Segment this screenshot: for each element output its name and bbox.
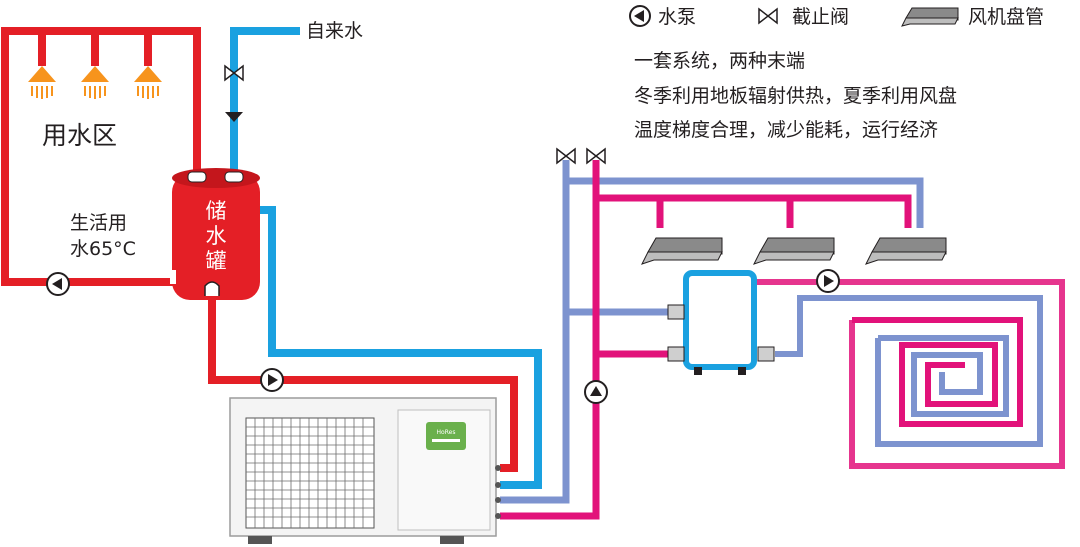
valve-icon — [556, 147, 576, 165]
pump-icon — [584, 380, 608, 404]
fan-coil-unit-icon — [753, 237, 835, 265]
floor-supply-pipe — [755, 279, 1065, 469]
tap-water-pipe — [230, 27, 300, 178]
system-description: 一套系统，两种末端 冬季利用地板辐射供热，夏季利用风盘 温度梯度合理，减少能耗，… — [634, 50, 957, 141]
valve-icon — [586, 147, 606, 165]
tap-water-label: 自来水 — [306, 20, 363, 42]
svg-text:HoRes: HoRes — [437, 429, 456, 436]
pump-icon — [260, 368, 284, 392]
tank-to-heatpump-pipe — [208, 296, 518, 472]
floor-heating-coil — [852, 317, 1023, 427]
domestic-water-temp-label: 水65°C — [70, 238, 136, 260]
pump-icon — [46, 272, 70, 296]
shower-head-icon — [28, 66, 56, 99]
fan-grille — [246, 418, 374, 528]
description-line: 温度梯度合理，减少能耗，运行经济 — [634, 119, 938, 141]
fan-coil-unit-icon — [641, 237, 723, 265]
valve-icon — [758, 7, 778, 25]
brand-logo-icon: HoRes — [426, 422, 466, 450]
fan-coil-icon — [901, 7, 959, 27]
legend-fan-coil-label: 风机盘管 — [968, 6, 1044, 28]
shower-head-icon — [134, 66, 162, 99]
floor-heating-coil-return — [878, 335, 1009, 417]
description-line: 一套系统，两种末端 — [634, 50, 805, 72]
description-line: 冬季利用地板辐射供热，夏季利用风盘 — [634, 85, 957, 107]
fan-coil-drops — [656, 198, 794, 228]
loop-supply-pipe — [500, 160, 600, 520]
tank-label-char-2: 水 — [206, 224, 227, 248]
pipe-fitting-icon — [667, 346, 685, 362]
shower-heads — [28, 66, 162, 99]
fan-coil-supply-header — [596, 194, 912, 228]
fan-coil-return-header — [566, 177, 924, 228]
heat-pump-unit: HoRes — [229, 397, 501, 544]
pipe-fitting-icon — [667, 304, 685, 320]
loop-return-pipe — [500, 160, 570, 504]
pump-icon — [629, 5, 651, 27]
pumps — [46, 269, 840, 404]
tank-label-char-3: 罐 — [206, 249, 227, 273]
buffer-tank — [667, 270, 775, 375]
tank-side-blue-pipe — [258, 206, 542, 489]
check-valve-arrow-icon — [225, 112, 243, 122]
pipes — [1, 27, 1065, 520]
tank-label-char-1: 储 — [206, 199, 227, 223]
fan-coil-unit-icon — [865, 237, 947, 265]
legend-valve-label: 截止阀 — [792, 6, 849, 28]
water-use-area-label: 用水区 — [42, 121, 117, 150]
shower-head-icon — [81, 66, 109, 99]
pipe-fitting-icon — [757, 346, 775, 362]
valves — [224, 64, 606, 165]
floor-return-pipe — [775, 295, 1043, 447]
pump-icon — [816, 269, 840, 293]
legend: 水泵 截止阀 风机盘管 — [629, 5, 1044, 28]
domestic-water-label: 生活用 — [70, 212, 127, 234]
shower-drop-pipes — [38, 31, 152, 66]
legend-pump-label: 水泵 — [658, 6, 696, 28]
storage-tank: 储 水 罐 — [170, 168, 260, 300]
fan-coil-units — [641, 237, 947, 265]
valve-icon — [224, 64, 244, 82]
